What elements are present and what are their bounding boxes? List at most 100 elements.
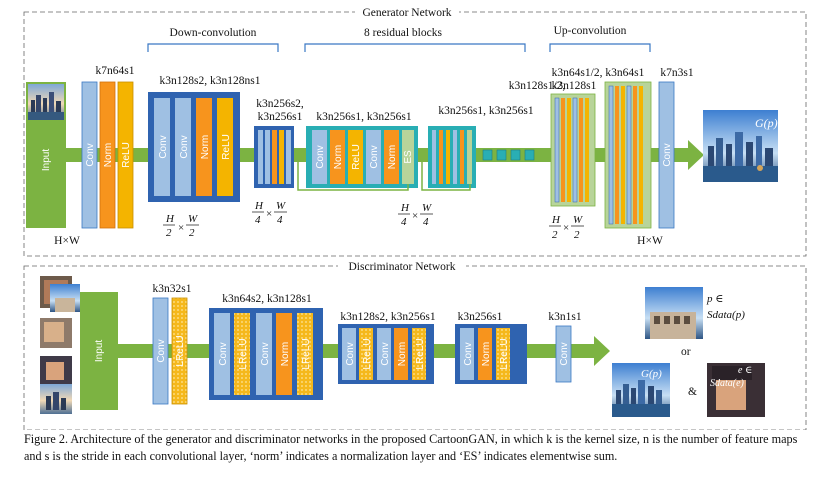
- d-k3n32-conv-text: Conv: [156, 339, 167, 362]
- svg-text:2: 2: [189, 227, 195, 239]
- up3-label: k3n128s1: [552, 80, 597, 92]
- d-b1-lrelu2-text: LReLU: [301, 338, 312, 369]
- down1-norm-text: Norm: [200, 135, 211, 159]
- amp-label: &: [688, 386, 697, 398]
- d-k3n256-label: k3n256s1: [458, 311, 503, 323]
- d-k3n1-conv: [555, 325, 572, 383]
- svg-text:W: W: [188, 213, 198, 225]
- e-in-label: e ∈: [738, 365, 752, 376]
- d-b3-norm-text: Norm: [481, 342, 492, 366]
- d-b3-conv-text: Conv: [463, 342, 474, 365]
- cartoongan-architecture-diagram: Generator Network Down-convolution 8 res…: [23, 5, 807, 430]
- d-k3n32-lrelu: [171, 297, 188, 405]
- generator-border: [23, 11, 807, 257]
- d-b1-norm-text: Norm: [280, 342, 291, 366]
- k7n3s1-label: k7n3s1: [660, 67, 693, 79]
- svg-text:W: W: [276, 200, 286, 212]
- d-k3n128-label: k3n128s2, k3n256s1: [340, 311, 435, 323]
- res2-label: k3n256s1, k3n256s1: [438, 105, 533, 117]
- d-k3n32-conv: [152, 297, 169, 405]
- up-convolution-brace: [549, 43, 651, 52]
- res1-conv1-text: Conv: [315, 145, 326, 168]
- svg-text:4: 4: [423, 216, 429, 228]
- k3n256s2-label: k3n256s2,: [256, 98, 304, 110]
- sdata-e-label: Sdata(e): [710, 378, 745, 389]
- generator-input-photo: [28, 84, 64, 120]
- res2-skip-connection: [421, 162, 471, 191]
- k3n32s1-label: k3n32s1: [153, 283, 192, 295]
- k7-relu-text: ReLU: [121, 142, 132, 168]
- k7-conv-layer: [81, 81, 98, 229]
- res1-skip-connection: [297, 162, 409, 191]
- up-convolution-label: Up-convolution: [554, 25, 627, 37]
- svg-text:×: ×: [563, 222, 569, 234]
- k7n64s1-label: k7n64s1: [96, 65, 135, 77]
- svg-text:H: H: [254, 200, 264, 212]
- figure-caption: Figure 2. Architecture of the generator …: [24, 432, 798, 463]
- res1-conv2-text: Conv: [369, 145, 380, 168]
- svg-text:H: H: [400, 202, 410, 214]
- svg-text:4: 4: [277, 214, 283, 226]
- up1-label: k3n128s1/2,: [509, 80, 566, 92]
- real-cartoon-image: [645, 287, 703, 339]
- res-size-label: H 4 × W 4: [398, 202, 433, 228]
- up1-size-label: H2 × W2: [549, 214, 584, 241]
- k7n3-conv-text: Conv: [662, 143, 673, 166]
- generator-input-label: Input: [41, 149, 52, 171]
- d-k3n1-conv-text: Conv: [559, 342, 570, 365]
- discriminator-border: [23, 265, 807, 430]
- d-k3n1-label: k3n1s1: [548, 311, 581, 323]
- k7n3-conv-layer: [658, 81, 675, 229]
- generated-image: [612, 363, 670, 417]
- gp-output-label: G(p): [641, 368, 662, 380]
- svg-text:×: ×: [266, 208, 272, 220]
- svg-text:2: 2: [166, 227, 172, 239]
- d-b1-conv2-text: Conv: [260, 342, 271, 365]
- down1-conv2: [175, 98, 191, 196]
- res1-es-text: ES: [403, 150, 414, 164]
- res1-label: k3n256s1, k3n256s1: [316, 111, 411, 123]
- generator-output-image: [703, 110, 778, 182]
- d-b1-conv1-text: Conv: [218, 342, 229, 365]
- d-b1-lrelu1-text: LReLU: [238, 338, 249, 369]
- edge-smoothed-image: [707, 363, 765, 417]
- p-in-label: p ∈: [706, 293, 723, 305]
- generator-input-size: H×W: [54, 235, 80, 247]
- down-convolution-label: Down-convolution: [170, 27, 257, 39]
- svg-text:W: W: [422, 202, 432, 214]
- k7-conv-text: Conv: [85, 143, 96, 166]
- up2-label: k3n64s1/2, k3n64s1: [552, 67, 645, 79]
- d-b3-lrelu-text: LReLU: [499, 338, 510, 369]
- down1-relu-text: ReLU: [221, 134, 232, 160]
- down2-size-label: H 4 × W 4: [252, 200, 287, 226]
- down1-norm: [196, 98, 212, 196]
- svg-text:4: 4: [401, 216, 407, 228]
- k7-norm-layer: [99, 81, 116, 229]
- sdata-p-label: Sdata(p): [707, 309, 745, 321]
- svg-text:W: W: [573, 214, 583, 226]
- svg-text:2: 2: [552, 229, 558, 241]
- svg-text:4: 4: [255, 214, 261, 226]
- residual-ellipsis: [482, 149, 535, 161]
- d-b2-lrelu2-text: LReLU: [415, 338, 426, 369]
- k7-norm-text: Norm: [103, 143, 114, 167]
- d-k3n32-lrelu-text: LReLU: [175, 335, 186, 366]
- k3n256s1-label: k3n256s1: [258, 111, 303, 123]
- down1-relu: [217, 98, 233, 196]
- k7-relu-layer: [117, 81, 134, 229]
- discriminator-title: Discriminator Network: [349, 261, 456, 273]
- k3n128-label: k3n128s2, k3n128ns1: [160, 75, 261, 87]
- d-b2-conv2-text: Conv: [380, 342, 391, 365]
- residual-blocks-label: 8 residual blocks: [364, 27, 442, 39]
- res1-relu-text: ReLU: [351, 144, 362, 170]
- generator-section: Generator Network Down-convolution 8 res…: [23, 5, 807, 257]
- residual-brace: [304, 43, 526, 52]
- down1-conv1-text: Conv: [158, 135, 169, 158]
- down-convolution-brace: [147, 43, 279, 52]
- res1-norm1-text: Norm: [333, 145, 344, 169]
- generator-flow-arrowhead: [688, 140, 704, 170]
- generator-title: Generator Network: [362, 7, 451, 19]
- discriminator-input-block: [80, 292, 118, 410]
- down1-conv2-text: Conv: [179, 135, 190, 158]
- svg-text:×: ×: [412, 210, 418, 222]
